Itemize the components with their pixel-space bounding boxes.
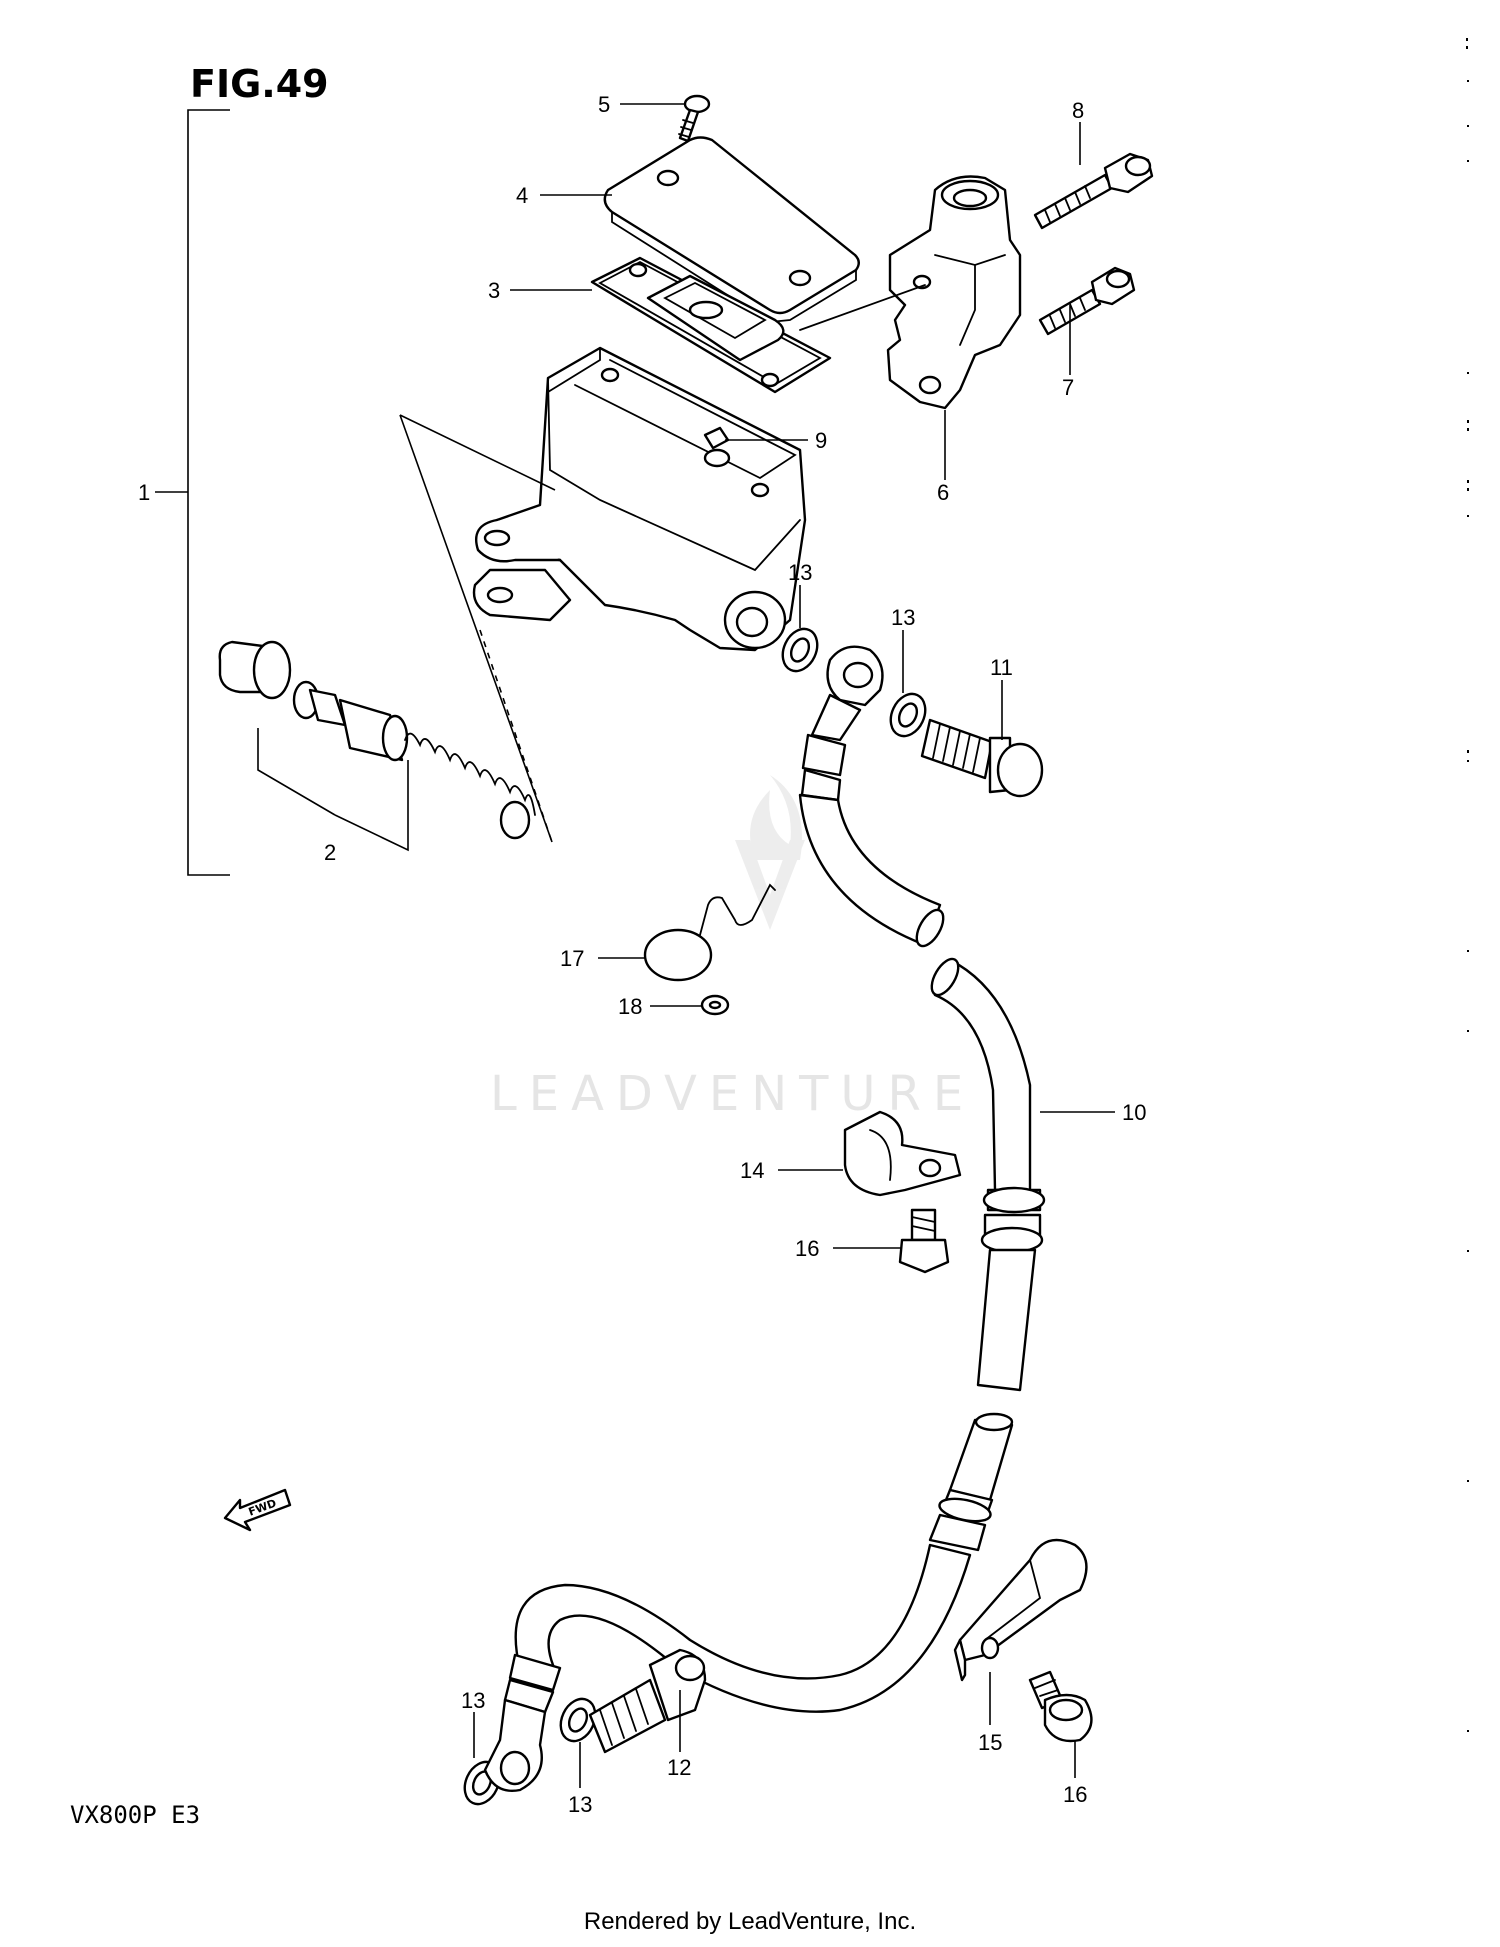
part-13-washer-upper-left	[781, 627, 819, 673]
callout-13-d: 13	[568, 1792, 592, 1817]
callout-14: 14	[740, 1158, 764, 1183]
callout-9: 9	[815, 428, 827, 453]
callout-3: 3	[488, 278, 500, 303]
watermark-text: LEADVENTURE	[490, 1066, 975, 1122]
part-4-reservoir-cap	[603, 136, 860, 323]
callout-1: 1	[138, 480, 150, 505]
alignment-line	[799, 284, 926, 331]
callout-12: 12	[667, 1755, 691, 1780]
callout-4: 4	[516, 183, 528, 208]
part-3-diaphragm	[590, 256, 832, 394]
part-18-small-washer	[700, 994, 730, 1016]
part-2-callout-bracket	[257, 728, 409, 852]
part-17-clip	[643, 883, 776, 982]
footer-credit: Rendered by LeadVenture, Inc.	[583, 1908, 917, 1935]
callout-18: 18	[618, 994, 642, 1019]
part-2-piston-kit	[218, 640, 536, 840]
part-16-bolt-upper	[898, 1208, 950, 1274]
callout-15: 15	[978, 1730, 1002, 1755]
callout-10: 10	[1122, 1100, 1146, 1125]
leader-lines	[473, 103, 1115, 1788]
callout-2: 2	[324, 840, 336, 865]
part-5-screw	[678, 94, 711, 143]
part-16-bolt-lower	[1028, 1670, 1093, 1743]
callout-7: 7	[1062, 375, 1074, 400]
part-8-bolt	[1033, 152, 1154, 230]
callout-13-c: 13	[461, 1688, 485, 1713]
exploded-view-guide	[399, 414, 556, 843]
callout-13-b: 13	[891, 605, 915, 630]
callout-5: 5	[598, 92, 610, 117]
part-11-union-bolt	[920, 718, 1044, 798]
fwd-arrow-icon: FWD	[223, 1488, 292, 1532]
part-7-bolt	[1038, 266, 1136, 336]
callout-16-a: 16	[795, 1236, 819, 1261]
part-13-washer-lower-right	[559, 1697, 597, 1743]
part-10-brake-hose	[483, 645, 1046, 1792]
part-14-hose-clamp	[843, 1110, 962, 1197]
callout-8: 8	[1072, 98, 1084, 123]
part-12-union-bolt	[588, 1648, 707, 1754]
part-15-bracket	[953, 1538, 1088, 1682]
callout-16-b: 16	[1063, 1782, 1087, 1807]
model-code: VX800P E3	[70, 1801, 200, 1829]
callout-labels: 1 2 3 4 5 6 7 8 9 10 11 12 13 13 13 13 1…	[138, 92, 1146, 1817]
master-cylinder-body	[472, 346, 807, 652]
callout-17: 17	[560, 946, 584, 971]
callout-13-a: 13	[788, 560, 812, 585]
scan-marks	[1466, 38, 1469, 1732]
part-13-washer-upper-right	[889, 692, 927, 738]
part-6-holder-clamp	[886, 175, 1022, 410]
callout-6: 6	[937, 480, 949, 505]
callout-11: 11	[990, 655, 1013, 680]
assembly-bracket	[155, 109, 230, 876]
figure-title: FIG.49	[190, 62, 329, 106]
